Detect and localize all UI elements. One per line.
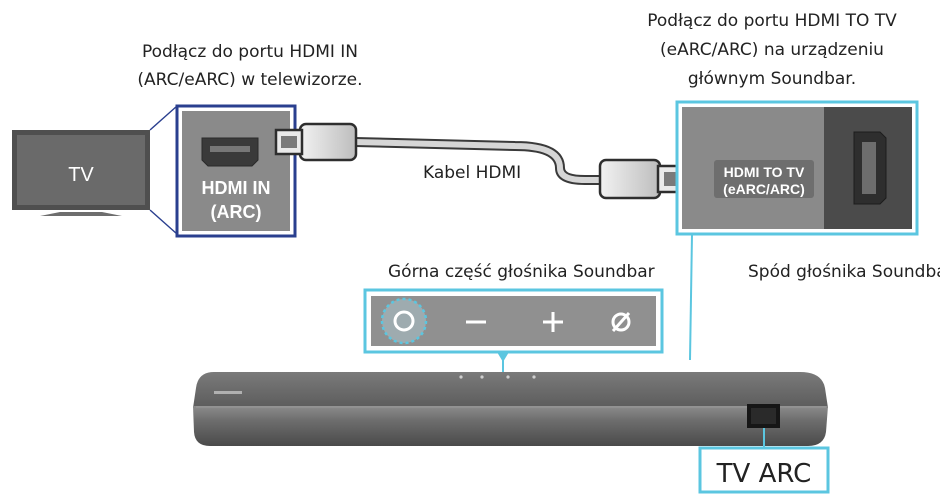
soundbar-display-inner bbox=[751, 408, 776, 424]
soundbar-logo-mark bbox=[214, 391, 242, 394]
soundbar-port-caption-line3: głównym Soundbar. bbox=[688, 69, 856, 89]
soundbar-button-dot bbox=[506, 375, 510, 379]
soundbar-bottom-caption: Spód głośnika Soundbar bbox=[748, 262, 940, 282]
soundbar-button-dot bbox=[459, 375, 463, 379]
tv-hdmi-port-callout: HDMI IN (ARC) bbox=[175, 104, 297, 238]
cable-label: Kabel HDMI bbox=[423, 163, 521, 183]
tv-port-label-line2: (ARC) bbox=[211, 202, 262, 222]
soundbar-port-label-bg bbox=[714, 160, 814, 198]
tv-hdmi-socket-pins bbox=[210, 146, 250, 152]
soundbar-top-buttons-callout bbox=[363, 288, 664, 354]
tv-zoom-line-top bbox=[149, 105, 178, 131]
soundbar-port-caption-line1: Podłącz do portu HDMI TO TV bbox=[647, 11, 897, 31]
soundbar-front bbox=[193, 406, 828, 446]
soundbar-button-dot bbox=[480, 375, 484, 379]
soundbar-port-caption-line2: (eARC/ARC) na urządzeniu bbox=[660, 40, 884, 60]
power-button-highlight bbox=[380, 297, 428, 345]
tv-port-label-line1: HDMI IN bbox=[202, 178, 271, 198]
plug-housing-left bbox=[298, 122, 358, 162]
soundbar-hdmi-port-callout: HDMI TO TV (eARC/ARC) bbox=[675, 100, 919, 236]
volume-up-icon[interactable] bbox=[543, 312, 563, 332]
tv-port-panel bbox=[182, 111, 290, 231]
tv-label: TV bbox=[68, 164, 94, 186]
tv-zoom-line-bottom bbox=[149, 209, 178, 235]
plug-housing-right bbox=[598, 158, 662, 200]
input-source-icon[interactable] bbox=[611, 312, 631, 332]
tv-port-caption-line2: (ARC/eARC) w telewizorze. bbox=[137, 70, 362, 90]
tv-screen bbox=[17, 135, 145, 205]
power-icon[interactable] bbox=[393, 310, 415, 332]
soundbar-illustration bbox=[193, 372, 828, 446]
soundbar-top-caption: Górna część głośnika Soundbar bbox=[388, 262, 655, 282]
tv-illustration: TV bbox=[12, 130, 150, 216]
hdmi-plug-tv-side bbox=[274, 122, 358, 162]
hdmi-cable: Kabel HDMI bbox=[274, 122, 688, 200]
soundbar-top-surface bbox=[193, 372, 828, 408]
soundbar-hdmi-socket-pins bbox=[862, 142, 876, 194]
plug-tip-inner-left bbox=[281, 136, 297, 148]
tv-arc-label: TV ARC bbox=[716, 459, 812, 489]
soundbar-button-dot bbox=[532, 375, 536, 379]
hdmi-plug-soundbar-side bbox=[598, 158, 688, 200]
tv-port-caption-line1: Podłącz do portu HDMI IN bbox=[142, 42, 358, 62]
tv-stand bbox=[40, 212, 122, 216]
soundbar-port-leader bbox=[689, 233, 693, 361]
soundbar-port-label-line2: (eARC/ARC) bbox=[723, 181, 805, 197]
soundbar-port-label-line1: HDMI TO TV bbox=[724, 164, 805, 180]
hdmi-cable-core bbox=[352, 139, 603, 183]
tv-arc-box bbox=[698, 446, 830, 494]
